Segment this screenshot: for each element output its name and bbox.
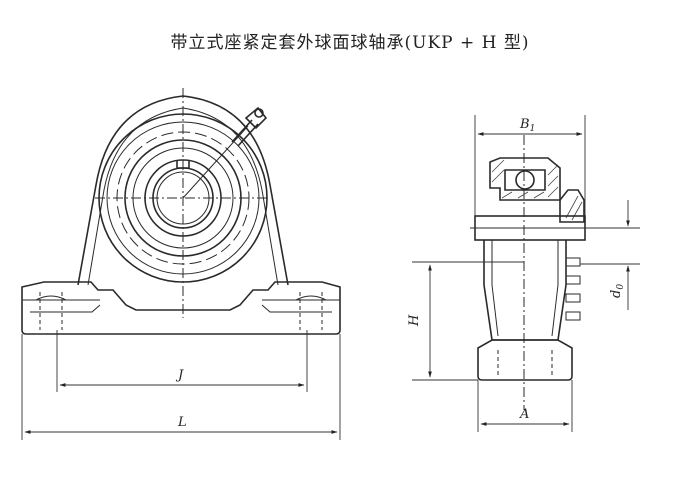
dimension-B1: B1	[474, 115, 586, 216]
dimension-J: J	[56, 330, 308, 392]
adapter-sleeve	[144, 159, 222, 237]
front-view	[21, 88, 341, 335]
dimension-H: H	[407, 261, 524, 381]
housing-body	[77, 95, 289, 286]
diagram-title: 带立式座紧定套外球面球轴承(UKP + H 型)	[170, 33, 530, 53]
hatching	[491, 159, 559, 199]
label-J: J	[175, 368, 184, 383]
label-A: A	[519, 407, 529, 422]
housing-outer-circle	[98, 113, 268, 283]
label-L: L	[177, 415, 187, 430]
housing-side-base	[477, 339, 573, 381]
label-d0: d0	[609, 284, 626, 298]
label-H: H	[407, 314, 422, 327]
side-view	[470, 135, 612, 410]
label-B1: B1	[519, 117, 535, 134]
dimension-L: L	[21, 334, 341, 440]
locknut	[559, 189, 585, 223]
grease-fitting	[182, 106, 268, 199]
ball-ring	[116, 131, 250, 265]
bearing-ball	[515, 170, 535, 190]
housing-base	[21, 281, 341, 335]
dimension-d0: d0	[580, 200, 640, 310]
dimension-A: A	[477, 380, 573, 432]
